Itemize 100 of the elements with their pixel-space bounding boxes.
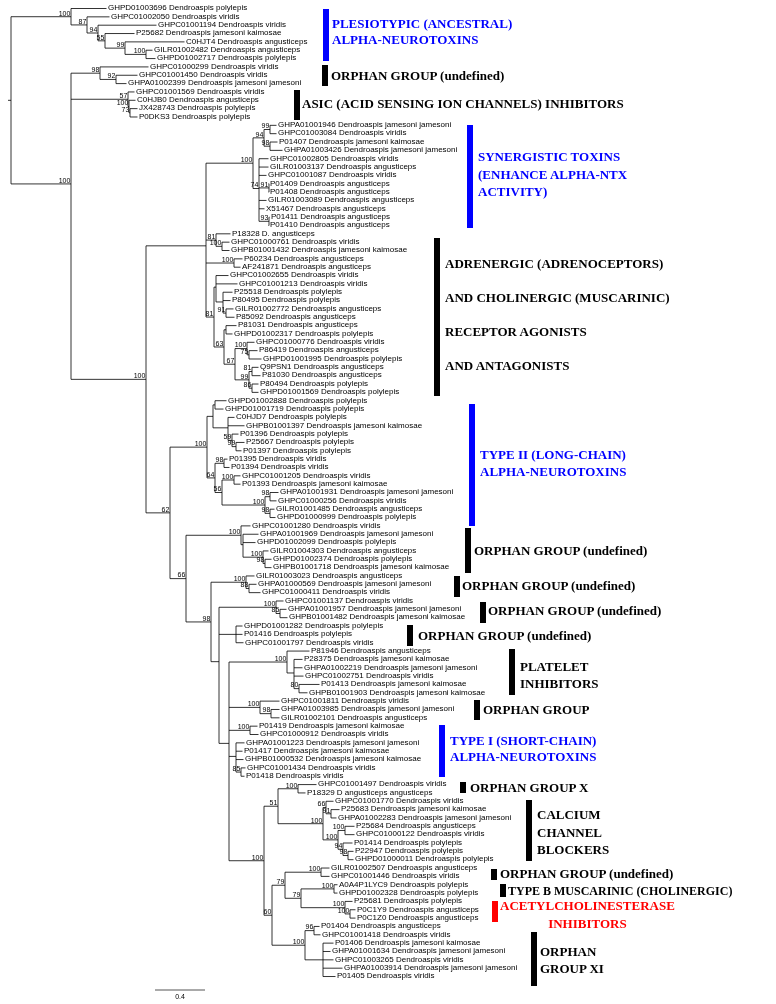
leaf-label: P01393 Dendroaspis jamesoni kaimosae	[242, 479, 388, 488]
leaf-label: GHPA01001634 Dendroaspis jamesoni jamesoni	[332, 947, 506, 956]
leaf-label: GHPC01001137 Dendroaspis viridis	[285, 596, 413, 605]
clade-label: ACETYLCHOLINESTERASE INHIBITORS	[500, 898, 675, 933]
leaf-label: GHPB01001432 Dendroaspis jamesoni kaimosae	[231, 246, 408, 255]
leaf-label: P0DKS3 Dendroaspis polylepis	[139, 112, 251, 121]
leaf-label: GHPA01000569 Dendroaspis jamesoni jamesoni	[258, 580, 432, 589]
leaf-label: P81946 Dendroaspis angusticeps	[311, 646, 431, 655]
leaf-label: GILR01001485 Dendroaspis angusticeps	[276, 505, 423, 513]
leaf-label: GHPD01000999 Dendroaspis polylepis	[277, 513, 417, 522]
leaf-label: GILR01002482 Dendroaspis angusticeps	[154, 46, 301, 54]
leaf-label: GHPC01000411 Dendroaspis viridis	[262, 588, 390, 597]
clade-label: ADRENERGIC (ADRENOCEPTORS) AND CHOLINERGIC (MUSCARINIC) RECEPTOR AGONISTS AND ANTAGONISTS	[445, 255, 670, 375]
leaf-label: GHPC01000256 Dendroaspis viridis	[278, 496, 407, 505]
leaf-label: P25681 Dendroaspis polylepis	[354, 897, 463, 906]
leaf-label: P85092 Dendroaspis angusticeps	[236, 313, 356, 322]
leaf-label: GHPA01001223 Dendroaspis jamesoni jamesoni	[246, 738, 420, 747]
leaf-label: GHPD01002717 Dendroaspis polylepis	[157, 54, 297, 63]
leaf-label: GILR01004303 Dendroaspis angusticeps	[270, 546, 417, 555]
leaf-label: GHPC01002751 Dendroaspis viridis	[305, 671, 434, 680]
leaf-label: GHPD01000011 Dendroaspis polylepis	[355, 855, 494, 864]
leaf-label: P25682 Dendroaspis jamesoni kaimosae	[136, 29, 282, 38]
leaf-label: P01419 Dendroaspis jamesoni kaimosae	[259, 721, 405, 730]
leaf-label: GHPC01001434 Dendroaspis viridis	[247, 763, 376, 772]
leaf-label: GHPC01001770 Dendroaspis viridis	[335, 797, 464, 806]
clade-label: SYNERGISTIC TOXINS (ENHANCE ALPHA-NTX ACTIVITY)	[478, 148, 628, 201]
leaf-label: GHPC01003084 Dendroaspis viridis	[278, 129, 407, 138]
leaf-label: P01404 Dendroaspis angusticeps	[321, 922, 441, 931]
leaf-label: C0HJD7 Dendroaspis polylepis	[236, 413, 347, 422]
leaf-label: P28375 Dendroaspis jamesoni kaimosae	[304, 655, 450, 664]
clade-label: ORPHAN GROUP (undefined)	[474, 543, 648, 559]
leaf-label: C0HJB0 Dendroaspis angusticeps	[137, 96, 259, 105]
leaf-label: P25684 Dendroaspis angusticeps	[356, 822, 476, 831]
leaf-label: GHPA01003985 Dendroaspis jamesoni jamesoni	[281, 705, 455, 714]
clade-label: PLESIOTYPIC (ANCESTRAL) ALPHA-NEUROTOXINS	[332, 16, 513, 48]
clade-label: ORPHAN GROUP X	[470, 781, 589, 795]
leaf-label: GHPB01001718 Dendroaspis jamesoni kaimosae	[273, 563, 450, 572]
clade-label: TYPE I (SHORT-CHAIN) ALPHA-NEUROTOXINS	[450, 732, 597, 766]
leaf-label: GHPA01002283 Dendroaspis jamesoni jamesoni	[338, 813, 512, 822]
leaf-label: P01406 Dendroaspis jamesoni kaimosae	[335, 938, 481, 947]
leaf-label: GHPC01001497 Dendroaspis viridis	[318, 780, 447, 789]
leaf-label: GHPC01001418 Dendroaspis viridis	[322, 930, 451, 939]
leaf-label: GHPD01002328 Dendroaspis polylepis	[339, 888, 479, 897]
leaf-label: GHPA01001957 Dendroaspis jamesoni jamesoni	[288, 605, 462, 614]
leaf-label: P01417 Dendroaspis jamesoni kaimosae	[244, 747, 390, 755]
leaf-label: P18328 D. angusticeps	[232, 229, 315, 238]
leaf-label: GHPC01000776 Dendroaspis viridis	[256, 338, 385, 347]
clade-label: PLATELET INHIBITORS	[520, 657, 599, 692]
leaf-label: P25683 Dendroaspis jamesoni kaimosae	[341, 805, 487, 814]
leaf-label: GHPD01001282 Dendroaspis polylepis	[244, 621, 384, 630]
leaf-label: GHPC01002050 Dendroaspis viridis	[111, 12, 240, 21]
leaf-label: GILR01002507 Dendroaspis angusticeps	[331, 863, 478, 872]
leaf-label: P01418 Dendroaspis viridis	[246, 772, 344, 781]
clade-label: TYPE B MUSCARINIC (CHOLINERGIC)	[508, 884, 733, 898]
leaf-label: P01416 Dendroaspis polylepis	[244, 630, 353, 639]
leaf-label: P25667 Dendroaspis polylepis	[246, 438, 355, 447]
leaf-label: GHPC01002655 Dendroaspis viridis	[230, 271, 359, 280]
leaf-label: GHPA01001931 Dendroaspis jamesoni jamesoni	[280, 488, 454, 497]
leaf-label: P01413 Dendroaspis jamesoni kaimosae	[321, 680, 467, 689]
leaf-label: JX428743 Dendroaspis polylepis	[139, 104, 256, 113]
leaf-label: P01397 Dendroaspis polylepis	[243, 446, 352, 455]
leaf-label: GHPD01001719 Dendroaspis polylepis	[225, 404, 365, 413]
leaf-label: GHPB01001903 Dendroaspis jamesoni kaimosae	[309, 688, 486, 697]
leaf-label: GHPD01002317 Dendroaspis polylepis	[234, 329, 374, 338]
leaf-label: P0C1Y9 Dendroaspis angusticeps	[357, 905, 479, 914]
leaf-label: GHPA01002399 Dendroaspis jamesoni jamesoni	[128, 79, 302, 88]
leaf-label: P81031 Dendroaspis angusticeps	[238, 321, 358, 330]
leaf-label: A0A4P1LYC9 Dendroaspis polylepis	[339, 880, 469, 889]
leaf-label: P01407 Dendroaspis jamesoni kaimosae	[279, 137, 425, 146]
leaf-label: GHPD01002099 Dendroaspis polylepis	[257, 538, 397, 547]
leaf-label: GHPC01001087 Dendroaspis viridis	[268, 171, 397, 180]
leaf-label: GHPB01001397 Dendroaspis jamesoni kaimosae	[246, 421, 423, 430]
leaf-label: P18329 D angusticeps angusticeps	[307, 788, 433, 797]
leaf-label: P01395 Dendroaspis viridis	[229, 454, 327, 463]
clade-label: ORPHAN GROUP (undefined)	[418, 628, 592, 644]
leaf-label: P86419 Dendroaspis angusticeps	[259, 346, 379, 355]
leaf-label: GILR01002101 Dendroaspis angusticeps	[281, 713, 428, 722]
leaf-label: GHPC01000299 Dendroaspis viridis	[150, 62, 279, 71]
leaf-label: GHPA01001969 Dendroaspis jamesoni jamesoni	[260, 530, 434, 539]
leaf-label: P01410 Dendroaspis angusticeps	[270, 221, 390, 230]
leaf-label: GHPC01001205 Dendroaspis viridis	[242, 471, 371, 480]
leaf-label: Q9PSN1 Dendroaspis angusticeps	[260, 363, 384, 372]
leaf-label: P01405 Dendroaspis viridis	[337, 972, 435, 981]
leaf-label: P80495 Dendroaspis polylepis	[232, 296, 341, 305]
leaf-label: GHPC01001213 Dendroaspis viridis	[239, 279, 368, 288]
leaf-label: GHPD01002888 Dendroaspis polylepis	[228, 396, 368, 405]
leaf-label: GHPA01003426 Dendroaspis jamesoni jamesoni	[284, 146, 458, 155]
leaf-label: P01408 Dendroaspis angusticeps	[270, 187, 390, 196]
leaf-label: P01394 Dendroaspis viridis	[231, 463, 329, 472]
clade-label: TYPE II (LONG-CHAIN) ALPHA-NEUROTOXINS	[480, 445, 627, 480]
leaf-label: GHPD01002374 Dendroaspis polylepis	[273, 555, 413, 564]
clade-label: ORPHAN GROUP XI	[540, 942, 604, 977]
leaf-label: GILR01003089 Dendroaspis angusticeps	[268, 196, 415, 205]
leaf-label: P0C1Z0 Dendroaspis angusticeps	[357, 913, 479, 922]
leaf-label: P81030 Dendroaspis angusticeps	[262, 371, 382, 380]
clade-label: ORPHAN GROUP (undefined)	[462, 578, 636, 594]
leaf-label: P22947 Dendroaspis polylepis	[355, 847, 464, 856]
leaf-label: GHPC01001797 Dendroaspis viridis	[245, 638, 374, 647]
leaf-label: GHPC01002805 Dendroaspis viridis	[270, 154, 399, 163]
leaf-label: GHPC01000761 Dendroaspis viridis	[231, 237, 360, 246]
